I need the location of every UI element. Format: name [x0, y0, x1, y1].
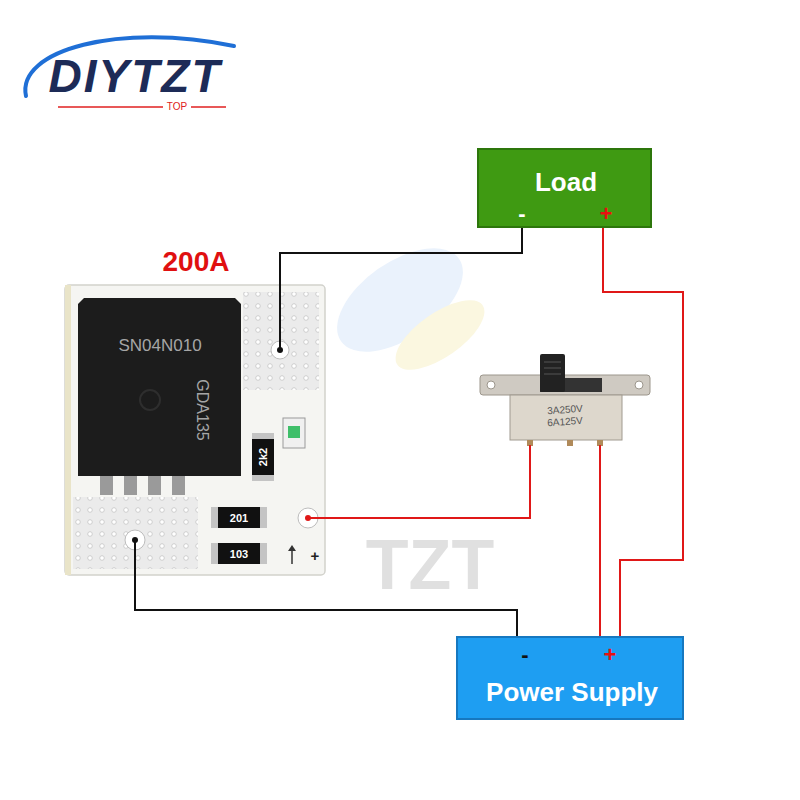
pcb-board — [65, 285, 325, 575]
brand-sub: TOP — [167, 102, 187, 112]
power-supply-box: - + Power Supply — [456, 636, 684, 720]
resistor-cap — [211, 507, 218, 528]
wire-dot — [132, 537, 138, 543]
switch-pin — [567, 440, 573, 446]
wire-dot — [277, 347, 283, 353]
switch-rating: 6A125V — [547, 416, 583, 428]
resistor-cap — [260, 543, 267, 564]
knob-groove — [544, 362, 561, 363]
resistor-code: 201 — [230, 513, 248, 524]
wire — [280, 228, 522, 285]
watermark-shape — [385, 287, 495, 383]
led-chip — [288, 426, 300, 438]
resistor-cap — [211, 543, 218, 564]
mosfet-module: SN04N010GDA135 2k2 201 103 + — [65, 285, 325, 575]
resistor-body — [252, 439, 274, 475]
current-rating: 200A — [163, 248, 230, 276]
mosfet-package — [78, 298, 241, 476]
terminal-sign: + — [604, 644, 617, 666]
wire-stub — [134, 540, 136, 575]
part-number: SN04N010 — [118, 337, 201, 354]
wire — [603, 228, 683, 636]
mosfet-leg — [124, 476, 137, 495]
led-body — [283, 418, 305, 448]
knob-groove — [544, 368, 561, 369]
pcb-edge — [65, 285, 71, 575]
resistor-code: 2k2 — [258, 448, 269, 466]
mosfet-leg — [148, 476, 161, 495]
wire — [599, 445, 601, 636]
logo-rule — [191, 106, 226, 108]
switch-rating: 3A250V — [547, 404, 583, 416]
wire-stub — [279, 285, 281, 350]
resistor-code: 103 — [230, 549, 248, 560]
box-title: Load — [535, 169, 597, 195]
resistor-body — [218, 543, 260, 564]
switch-knob — [540, 354, 565, 392]
wire-dot — [305, 515, 311, 521]
polarity-mark: + — [311, 548, 320, 563]
watermark: TZT — [366, 530, 494, 600]
mosfet-dimple — [140, 390, 160, 410]
mount-hole — [635, 381, 643, 389]
knob-groove — [544, 374, 561, 375]
slide-switch: 3A250V6A125V — [480, 355, 650, 445]
resistor-cap — [252, 475, 274, 481]
mount-hole — [487, 381, 495, 389]
terminal-sign: + — [600, 203, 613, 225]
wire — [325, 445, 530, 518]
logo-rule — [58, 106, 163, 108]
date-code: GDA135 — [194, 379, 210, 440]
switch-body — [510, 395, 622, 440]
polarity-arrow — [288, 545, 296, 551]
resistor-body — [218, 507, 260, 528]
brand-logo: DIYTZT — [49, 53, 222, 99]
terminal-sign: - — [521, 644, 528, 666]
mosfet-leg — [100, 476, 113, 495]
terminal-sign: - — [518, 203, 525, 225]
mosfet-leg — [172, 476, 185, 495]
load-box: Load- + — [477, 148, 652, 228]
resistor-cap — [260, 507, 267, 528]
resistor-cap — [252, 433, 274, 439]
box-title: Power Supply — [486, 679, 658, 705]
